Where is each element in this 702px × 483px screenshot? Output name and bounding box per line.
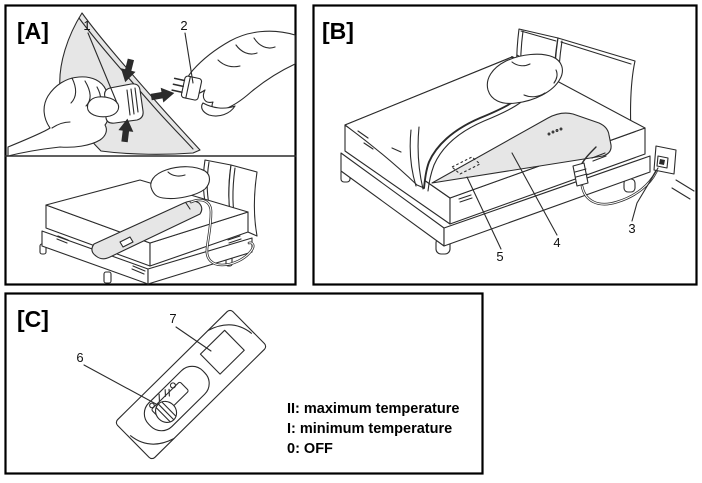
callout-2-line — [184, 32, 194, 84]
pillow — [150, 166, 211, 200]
callout-6-line — [83, 364, 157, 405]
pillow — [486, 53, 563, 104]
callout-7: 7 — [169, 311, 176, 326]
blanket-connector-socket — [86, 83, 144, 124]
pad-connector-dots — [547, 127, 563, 136]
power-cord-and-plug — [572, 145, 695, 206]
cord-connector-block — [572, 162, 589, 187]
callout-4-line — [511, 152, 558, 236]
panel-c-label: [C] — [17, 306, 49, 332]
right-hand-illustration — [184, 30, 296, 117]
callout-3-line — [631, 167, 659, 222]
panel-c-border — [4, 292, 484, 475]
bed-large-illustration — [340, 28, 695, 255]
panel-c: [C] 6 7 II: maximum temper — [4, 292, 484, 475]
temperature-legend: II: maximum temperature I: minimum tempe… — [287, 401, 459, 457]
legend-min: I: minimum temperature — [287, 421, 452, 437]
panel-b-label: [B] — [322, 18, 354, 44]
heating-pad — [431, 112, 612, 184]
panel-a-border — [4, 4, 297, 286]
controller-window — [199, 329, 245, 375]
slider-knob — [155, 400, 178, 423]
legend-off: 0: OFF — [287, 441, 333, 457]
legend-max: II: maximum temperature — [287, 401, 459, 417]
callout-2: 2 — [180, 18, 187, 33]
callout-1: 1 — [83, 18, 90, 33]
callout-1-line — [87, 32, 118, 104]
control-pocket-outline — [451, 156, 481, 175]
panel-b: [B] — [312, 4, 698, 286]
panel-a: [A] — [4, 4, 297, 286]
bed-small-illustration — [39, 159, 258, 285]
callout-7-line — [175, 326, 212, 352]
panel-b-border — [312, 4, 698, 286]
base-vent-slots — [458, 152, 607, 203]
thumb-over-connector — [86, 96, 120, 118]
callout-5-line — [466, 176, 502, 250]
callout-3: 3 — [628, 221, 635, 236]
switch-position-marks — [149, 382, 177, 409]
heating-pad-rolled — [91, 200, 203, 260]
base-vent-slots — [56, 235, 242, 275]
callout-4: 4 — [553, 235, 560, 250]
controller-illustration — [115, 309, 267, 460]
left-hand-illustration — [7, 76, 109, 157]
callout-5: 5 — [496, 249, 503, 264]
panel-a-label: [A] — [17, 18, 49, 44]
power-plug — [171, 75, 203, 101]
wall-hatch-lines — [671, 179, 695, 200]
callout-6: 6 — [76, 350, 83, 365]
